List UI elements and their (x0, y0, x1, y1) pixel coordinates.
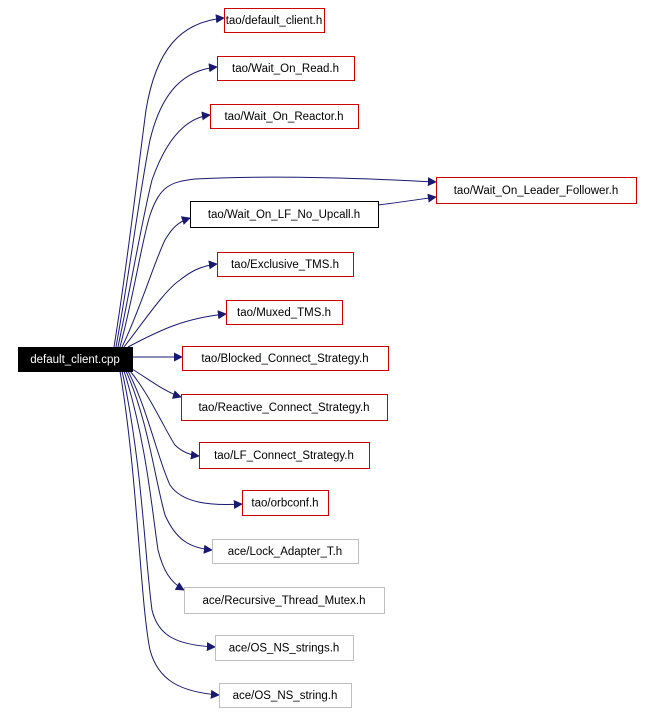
n10-box (199, 442, 370, 469)
node-n4[interactable]: tao/Wait_On_Leader_Follower.h (436, 177, 637, 204)
edge-root-to-n2 (115, 63, 218, 348)
nodes-layer: default_client.cpp tao/default_client.hta… (18, 8, 637, 708)
n14-label: ace/OS_NS_strings.h (229, 643, 340, 655)
n1-box (224, 8, 325, 33)
n6-box (217, 252, 354, 277)
root-node: default_client.cpp (18, 347, 133, 372)
node-n9[interactable]: tao/Reactive_Connect_Strategy.h (181, 394, 388, 421)
edge-root-to-n6 (123, 260, 218, 348)
edge-root-to-n15 (119, 370, 220, 699)
node-n5[interactable]: tao/Wait_On_LF_No_Upcall.h (190, 201, 379, 228)
n3-box (210, 104, 359, 129)
node-n12[interactable]: ace/Lock_Adapter_T.h (212, 539, 359, 564)
n1-label: tao/default_client.h (226, 15, 323, 27)
n4-box (436, 177, 637, 204)
node-n7[interactable]: tao/Muxed_TMS.h (226, 300, 343, 325)
edge-root-to-n11 (127, 370, 243, 509)
n2-box (217, 56, 355, 81)
n11-label: tao/orbconf.h (251, 498, 318, 510)
n3-label: tao/Wait_On_Reactor.h (224, 111, 343, 123)
edge-root-to-n5 (121, 216, 191, 348)
n9-box (181, 394, 388, 421)
n5-box (190, 201, 379, 228)
edge-root-to-n4 (119, 176, 437, 348)
n8-box (182, 346, 389, 371)
node-n2[interactable]: tao/Wait_On_Read.h (217, 56, 355, 81)
n12-label: ace/Lock_Adapter_T.h (228, 546, 342, 558)
n10-label: tao/LF_Connect_Strategy.h (214, 450, 354, 462)
node-n14[interactable]: ace/OS_NS_strings.h (215, 635, 354, 661)
edge-root-to-n9 (131, 368, 182, 399)
n11-box (242, 490, 329, 516)
n13-box (184, 587, 385, 614)
n8-label: tao/Blocked_Connect_Strategy.h (201, 353, 368, 365)
n5-label: tao/Wait_On_LF_No_Upcall.h (208, 209, 360, 221)
node-n6[interactable]: tao/Exclusive_TMS.h (217, 252, 354, 277)
root-box (18, 347, 133, 372)
edge-n5-to-n4 (377, 193, 437, 206)
edge-root-to-n3 (117, 111, 211, 348)
edge-root-to-n1 (113, 14, 225, 348)
n14-box (215, 635, 354, 661)
n2-label: tao/Wait_On_Read.h (232, 63, 339, 75)
node-n15[interactable]: ace/OS_NS_string.h (219, 683, 352, 708)
edge-root-to-n7 (127, 310, 227, 348)
edge-root-to-n14 (121, 370, 216, 652)
n4-label: tao/Wait_On_Leader_Follower.h (454, 185, 619, 197)
node-n13[interactable]: ace/Recursive_Thread_Mutex.h (184, 587, 385, 614)
edge-root-to-n12 (125, 370, 213, 554)
n15-box (219, 683, 352, 708)
n12-box (212, 539, 359, 564)
n13-label: ace/Recursive_Thread_Mutex.h (203, 595, 366, 607)
edges-layer (113, 14, 437, 699)
node-n3[interactable]: tao/Wait_On_Reactor.h (210, 104, 359, 129)
n6-label: tao/Exclusive_TMS.h (231, 259, 339, 271)
node-n8[interactable]: tao/Blocked_Connect_Strategy.h (182, 346, 389, 371)
n15-label: ace/OS_NS_string.h (233, 690, 338, 702)
n7-box (226, 300, 343, 325)
edge-root-to-n13 (123, 370, 185, 591)
n9-label: tao/Reactive_Connect_Strategy.h (198, 402, 369, 414)
node-n10[interactable]: tao/LF_Connect_Strategy.h (199, 442, 370, 469)
node-n1[interactable]: tao/default_client.h (224, 8, 325, 33)
edge-root-to-n10 (129, 370, 200, 460)
node-n11[interactable]: tao/orbconf.h (242, 490, 329, 516)
root-label: default_client.cpp (30, 354, 120, 366)
n7-label: tao/Muxed_TMS.h (237, 307, 331, 319)
